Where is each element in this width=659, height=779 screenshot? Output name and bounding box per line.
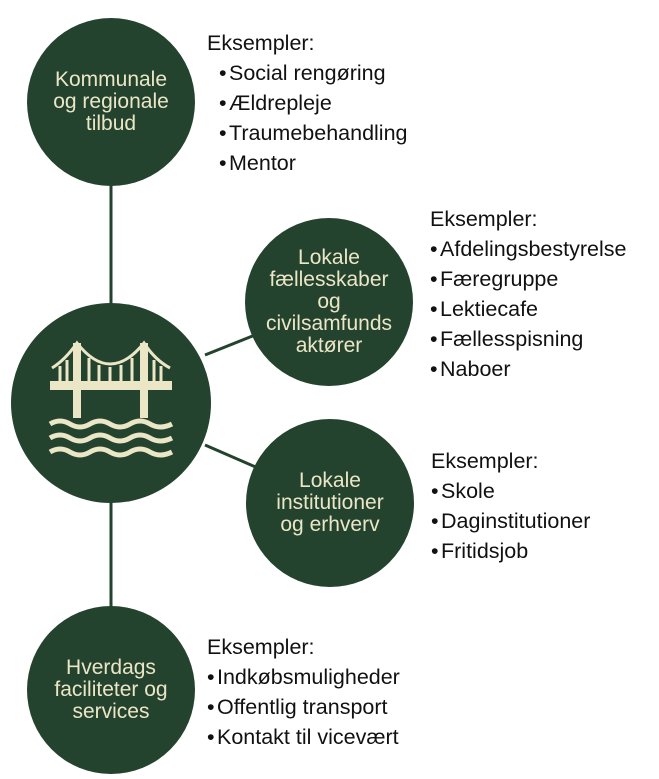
node-label-line: Lokale [299,469,361,492]
list-item: •Indkøbsmuligheder [207,665,400,689]
node-label-lokale-faellesskaber: Lokale fællesskaber og civilsamfunds akt… [249,232,409,372]
list-item: •Social rengøring [219,61,386,85]
node-label-line: og erhverv [280,513,380,536]
node-label-lokale-institutioner: Lokale institutioner og erhverv [250,453,410,553]
examples-heading: Eksempler: [207,31,315,55]
examples-kommunale: Eksempler: •Social rengøring •Ældrepleje… [207,28,408,178]
node-label-line: fællesskaber [269,268,389,291]
connectors [109,178,259,610]
node-label-line: services [72,700,150,723]
list-item: •Kontakt til vicevært [207,725,399,749]
connector-lokale-faellesskaber [204,333,256,357]
node-label-hverdags: Hverdags faciliteter og services [31,640,191,740]
node-label-line: faciliteter og [54,678,168,701]
list-item: •Færegruppe [430,267,559,291]
node-label-line: Kommunale [54,68,168,91]
examples-heading: Eksempler: [430,207,538,231]
list-item: •Traumebehandling [219,121,408,145]
node-label-line: institutioner [276,491,384,514]
node-circle-lokale-institutioner [246,419,414,587]
node-circle-hverdags [27,606,195,774]
node-label-line: Hverdags [66,656,156,679]
list-item: •Fællesspisning [430,327,584,351]
node-circle-kommunale [27,18,195,186]
list-item: •Ældrepleje [219,91,332,115]
list-item: •Mentor [219,151,296,175]
node-label-line: tilbud [85,112,137,135]
list-item: •Offentlig transport [207,695,388,719]
node-label-line: aktører [295,334,363,357]
node-label-line: og regionale [53,90,169,113]
connector-lokale-institutioner [204,443,259,470]
node-circle-lokale-faellesskaber [245,218,413,386]
node-label-kommunale: Kommunale og regionale tilbud [31,52,191,152]
list-item: •Fritidsjob [431,539,529,563]
examples-heading: Eksempler: [207,635,315,659]
examples-heading: Eksempler: [431,449,539,473]
center-circle [11,303,211,503]
list-item: •Naboer [430,357,511,381]
list-item: •Daginstitutioner [431,509,591,533]
bridge-over-water-icon [48,340,174,458]
node-label-line: Lokale [298,246,360,269]
list-item: •Skole [431,479,495,503]
list-item: •Lektiecafe [430,297,539,321]
examples-lokale-institutioner: Eksempler: •Skole •Daginstitutioner •Fri… [431,446,590,566]
node-label-line: og [317,290,341,313]
examples-lokale-faellesskaber: Eksempler: •Afdelingsbestyrelse •Færegru… [430,204,626,384]
list-item: •Afdelingsbestyrelse [430,237,627,261]
examples-hverdags: Eksempler: •Indkøbsmuligheder •Offentlig… [207,632,400,752]
node-label-line: civilsamfunds [265,312,393,335]
